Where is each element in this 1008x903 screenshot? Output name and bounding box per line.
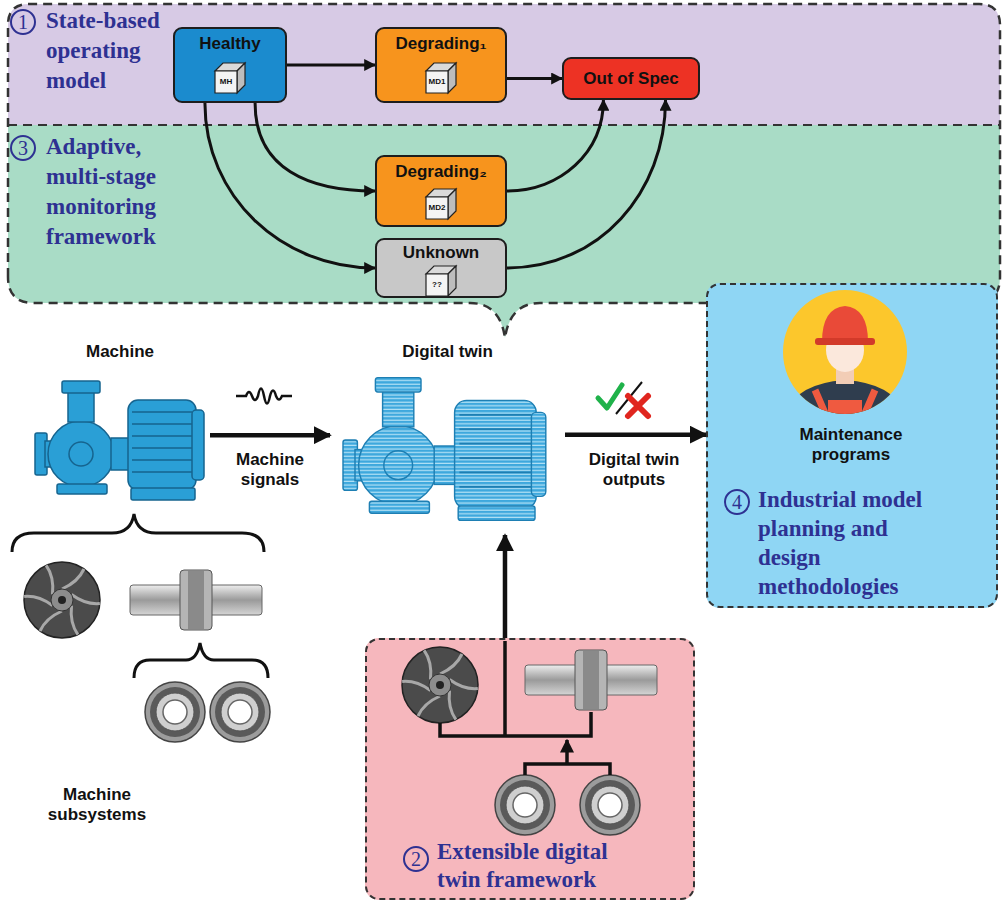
node-label: Out of Spec: [564, 69, 698, 89]
state-box: Out of Spec: [562, 57, 700, 100]
model-label: MH: [215, 71, 237, 93]
node-label: Unknown: [377, 243, 505, 263]
worker-icon: [785, 380, 905, 420]
merge-line: [440, 641, 591, 736]
shaft-picture: [130, 570, 262, 630]
callout-number: 3: [10, 135, 36, 161]
impeller-picture: [24, 562, 100, 638]
state-box: Degrading₁ MD1: [375, 27, 507, 103]
cube-face: [426, 197, 448, 219]
pump-picture: [35, 381, 204, 500]
monitoring-band: 3 Adaptive, multi-stage monitoring framew…: [8, 125, 1000, 303]
cube-face: [448, 189, 456, 219]
maintenance-panel: Maintenance programs 4 Industrial model pl…: [706, 283, 998, 608]
state-box: Degrading₂ MD2: [375, 155, 507, 227]
twin-pump-picture: [343, 378, 546, 521]
edge-label: Digital twin outputs: [567, 450, 701, 490]
digital-twin-figure: Digital twin: [330, 342, 565, 535]
model-label: MD1: [426, 71, 448, 93]
worker-icon: [815, 390, 875, 420]
transition-arrow: [210, 433, 330, 438]
transition-arrow: [507, 100, 666, 268]
transition-arrow: [507, 100, 603, 191]
brace: [12, 514, 264, 552]
figure-heading: Digital twin: [330, 342, 565, 362]
model-label: MD2: [426, 197, 448, 219]
worker-icon: [815, 338, 875, 345]
model-label: ??: [426, 274, 448, 296]
panel-fill: [706, 283, 998, 608]
figure-heading: Machine: [30, 342, 210, 362]
transition-arrow: [205, 103, 375, 268]
state-box: Unknown??: [375, 238, 507, 298]
callout-number: 4: [724, 489, 750, 515]
bearing-picture: [580, 775, 640, 835]
transition-arrow: [255, 103, 375, 191]
worker-icon: [785, 306, 905, 420]
panel-title: Industrial model planning and design met…: [758, 485, 933, 601]
edge-label: Machine signals: [212, 450, 328, 490]
state-band: 1 State-based operating modelHealthyMH Deg…: [8, 3, 1000, 125]
cube-face: [426, 71, 448, 93]
cross-mark: [628, 396, 648, 416]
purple-band-fill: [8, 4, 1000, 125]
node-label: Healthy: [175, 34, 285, 54]
signal-wave: [236, 389, 292, 404]
check-mark: [598, 385, 622, 408]
node-label: Degrading₁: [377, 34, 505, 54]
band-title: State-based operating model: [46, 6, 196, 96]
panel-fill: [365, 638, 695, 900]
callout-number: 1: [10, 9, 36, 35]
worker-icon: [822, 306, 868, 342]
brace: [134, 643, 268, 678]
framework-panel: 2 Extensible digital twin framework: [365, 638, 695, 900]
transition-arrow: [565, 432, 706, 437]
cube-face: [237, 63, 245, 93]
callout-number: 2: [403, 846, 429, 872]
cube-face: [426, 274, 448, 296]
worker-icon: [828, 400, 862, 420]
cube-face: [215, 71, 237, 93]
state-box: HealthyMH: [173, 27, 287, 103]
machine-figure: Machine: [30, 342, 210, 513]
cube-face: [448, 63, 456, 93]
merge-line: [525, 764, 610, 775]
panel-title: Extensible digital twin framework: [437, 838, 652, 894]
bearing-picture: [495, 775, 555, 835]
band-divider: [8, 124, 1000, 126]
band-title: Adaptive, multi-stage monitoring framewo…: [46, 132, 196, 252]
bearing-picture: [210, 682, 270, 742]
transition-arrow: [287, 64, 375, 67]
shaft-picture: [525, 650, 657, 710]
merge-arrow: [565, 740, 569, 764]
cube-face: [448, 266, 456, 296]
caption-label: Machine subsystems: [32, 785, 162, 825]
transition-arrow: [503, 535, 508, 638]
impeller-picture: [402, 647, 478, 723]
bearing-picture: [145, 682, 205, 742]
panel-label: Maintenance programs: [776, 425, 926, 465]
transition-arrow: [507, 77, 562, 80]
node-label: Degrading₂: [377, 162, 505, 182]
